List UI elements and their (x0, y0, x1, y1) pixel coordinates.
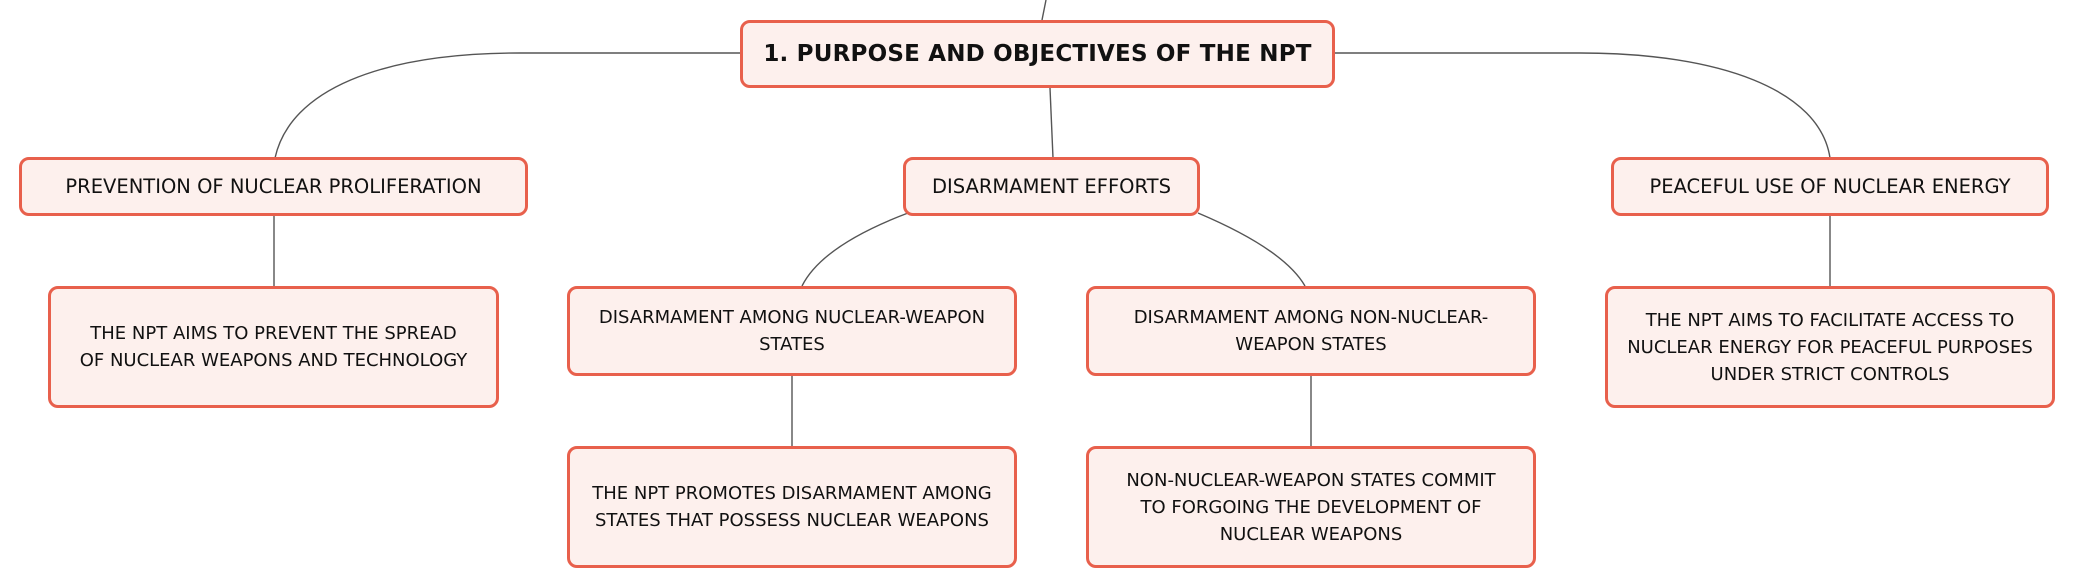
subtopic-node-label: THE NPT AIMS TO PREVENT THE SPREAD OF NU… (79, 323, 468, 371)
subtopic-node-label: THE NPT PROMOTES DISARMAMENT AMONG STATE… (592, 483, 992, 531)
connector-disarmament-to-nnws (1197, 212, 1306, 287)
connector-root-parent (1041, 0, 1047, 21)
subtopic-node-label: THE NPT AIMS TO FACILITATE ACCESS TO NUC… (1627, 309, 2033, 385)
subtopic-node-label: DISARMAMENT AMONG NON-NUCLEAR-WEAPON STA… (1133, 307, 1489, 355)
topic-node-label: PREVENTION OF NUCLEAR PROLIFERATION (65, 175, 482, 198)
topic-node-peaceful-use[interactable]: PEACEFUL USE OF NUCLEAR ENERGY (1611, 157, 2049, 216)
topic-node-label: DISARMAMENT EFFORTS (932, 175, 1171, 198)
subtopic-node-nnws[interactable]: DISARMAMENT AMONG NON-NUCLEAR-WEAPON STA… (1086, 286, 1536, 376)
subtopic-node-promotes-disarmament[interactable]: THE NPT PROMOTES DISARMAMENT AMONG STATE… (567, 446, 1017, 568)
topic-node-disarmament[interactable]: DISARMAMENT EFFORTS (903, 157, 1200, 216)
subtopic-node-commit-forgoing[interactable]: NON-NUCLEAR-WEAPON STATES COMMIT TO FORG… (1086, 446, 1536, 568)
topic-node-label: PEACEFUL USE OF NUCLEAR ENERGY (1649, 175, 2011, 198)
subtopic-node-nws[interactable]: DISARMAMENT AMONG NUCLEAR-WEAPON STATES (567, 286, 1017, 376)
topic-node-prevention[interactable]: PREVENTION OF NUCLEAR PROLIFERATION (19, 157, 528, 216)
subtopic-node-label: NON-NUCLEAR-WEAPON STATES COMMIT TO FORG… (1126, 469, 1496, 545)
connector-root-to-peaceful (1335, 52, 1831, 159)
subtopic-node-prevent-spread[interactable]: THE NPT AIMS TO PREVENT THE SPREAD OF NU… (48, 286, 499, 408)
subtopic-node-label: DISARMAMENT AMONG NUCLEAR-WEAPON STATES (598, 307, 986, 355)
root-node-label: 1. PURPOSE AND OBJECTIVES OF THE NPT (763, 41, 1312, 67)
connector-root-to-prevention (274, 52, 740, 159)
connector-root-to-disarmament (1049, 87, 1054, 159)
connector-disarmament-to-nws (801, 212, 909, 287)
subtopic-node-facilitate-access[interactable]: THE NPT AIMS TO FACILITATE ACCESS TO NUC… (1605, 286, 2055, 408)
root-node[interactable]: 1. PURPOSE AND OBJECTIVES OF THE NPT (740, 20, 1335, 88)
